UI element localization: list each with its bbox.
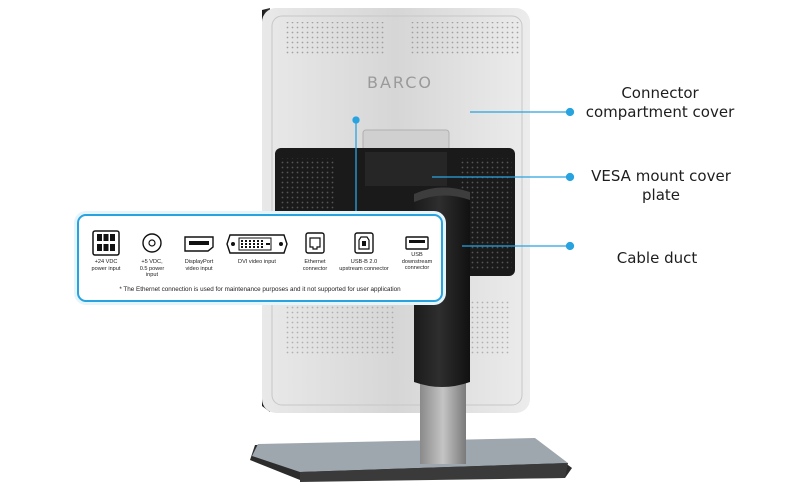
connector-label: DisplayPort video input (184, 259, 214, 272)
round-dc-jack-icon (142, 233, 162, 253)
callout-leaders (352, 107, 575, 251)
connector-label: DVI video input (238, 259, 276, 265)
top-vent-left (285, 22, 385, 54)
callout-connector-compartment-cover: Connector compartment cover (585, 84, 735, 121)
stand-pole (420, 372, 466, 464)
power-24v-connector-icon (92, 230, 120, 256)
connector-panel: +24 VDC power input +5 VDC, 0.5 power in… (77, 214, 443, 302)
callout-vesa-mount-cover-plate: VESA mount cover plate (591, 167, 731, 204)
ethernet-footnote: * The Ethernet connection is used for ma… (119, 286, 401, 293)
bottom-vent-left (285, 300, 395, 355)
carry-handle (362, 129, 450, 151)
usb-b-port-icon (354, 232, 374, 254)
dvi-connector-icon (226, 234, 288, 254)
connector-label: +24 VDC power input (91, 259, 121, 272)
callout-cable-duct: Cable duct (616, 249, 698, 267)
ethernet-port-icon (305, 232, 325, 254)
usb-a-port-icon (405, 236, 429, 250)
connector-label: USB-B 2.0 upstream connector (339, 259, 389, 272)
displayport-icon (184, 236, 214, 252)
connector-label: USB downstream connector (401, 252, 433, 272)
connector-label: +5 VDC, 0.5 power input (139, 259, 165, 279)
brand-logo: BARCO (367, 73, 433, 92)
stand-base (250, 438, 572, 482)
connector-label: Ethernet connector (302, 259, 328, 272)
top-vent-right (410, 22, 520, 54)
